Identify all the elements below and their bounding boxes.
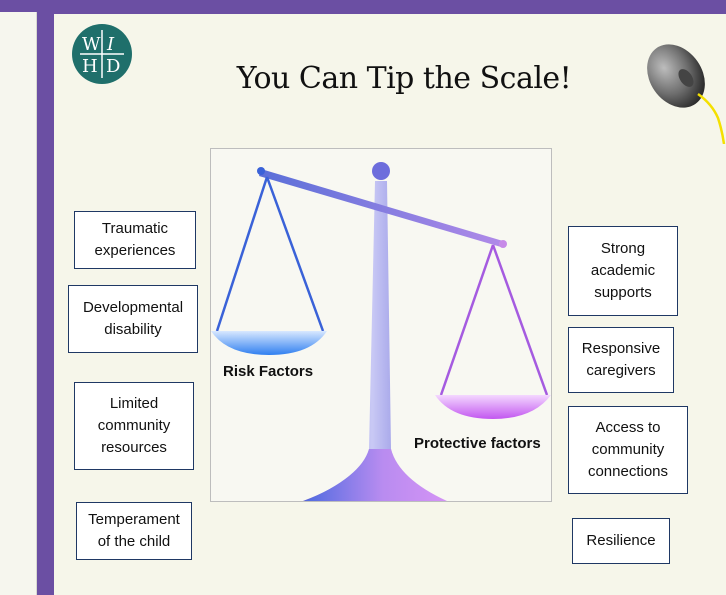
risk-factor-text: Limited community resources [97, 395, 171, 456]
risk-factor-box-traumatic[interactable]: Traumatic experiences [74, 211, 196, 269]
logo-letter-i: I [106, 34, 115, 55]
scale-image: Risk Factors Protective factors [210, 148, 552, 502]
protective-factor-box-caregivers[interactable]: Responsive caregivers [568, 327, 674, 393]
logo-letter-d: D [106, 56, 120, 77]
protective-factor-box-resilience[interactable]: Resilience [572, 518, 670, 564]
computer-mouse-icon [647, 44, 726, 144]
protective-factor-box-academic[interactable]: Strong academic supports [568, 226, 678, 316]
risk-factor-text: Temperament of the child [88, 511, 180, 550]
risk-factor-text: Traumatic experiences [94, 220, 176, 259]
protective-factor-text: Resilience [586, 532, 656, 549]
slide-canvas[interactable]: W I H D You Can Tip the Scale! [54, 14, 726, 595]
protective-factor-box-community[interactable]: Access to community connections [568, 406, 688, 494]
balance-scale-icon [211, 162, 551, 501]
risk-factors-label: Risk Factors [223, 363, 314, 380]
wihd-logo-icon: W I H D [72, 24, 132, 84]
risk-factor-text: Developmental disability [82, 299, 184, 338]
risk-factor-box-temperament[interactable]: Temperament of the child [76, 502, 192, 560]
risk-factor-box-disability[interactable]: Developmental disability [68, 285, 198, 353]
protective-factor-text: Access to community connections [587, 419, 669, 480]
slide-thumbnail-panel[interactable] [0, 12, 37, 595]
protective-factors-label: Protective factors [414, 435, 541, 452]
logo-letter-w: W [82, 34, 101, 55]
logo-letter-h: H [82, 56, 98, 77]
slide-title: You Can Tip the Scale! [236, 61, 572, 96]
protective-factor-text: Strong academic supports [590, 240, 656, 301]
protective-factor-text: Responsive caregivers [581, 340, 661, 379]
risk-factor-box-community[interactable]: Limited community resources [74, 382, 194, 470]
